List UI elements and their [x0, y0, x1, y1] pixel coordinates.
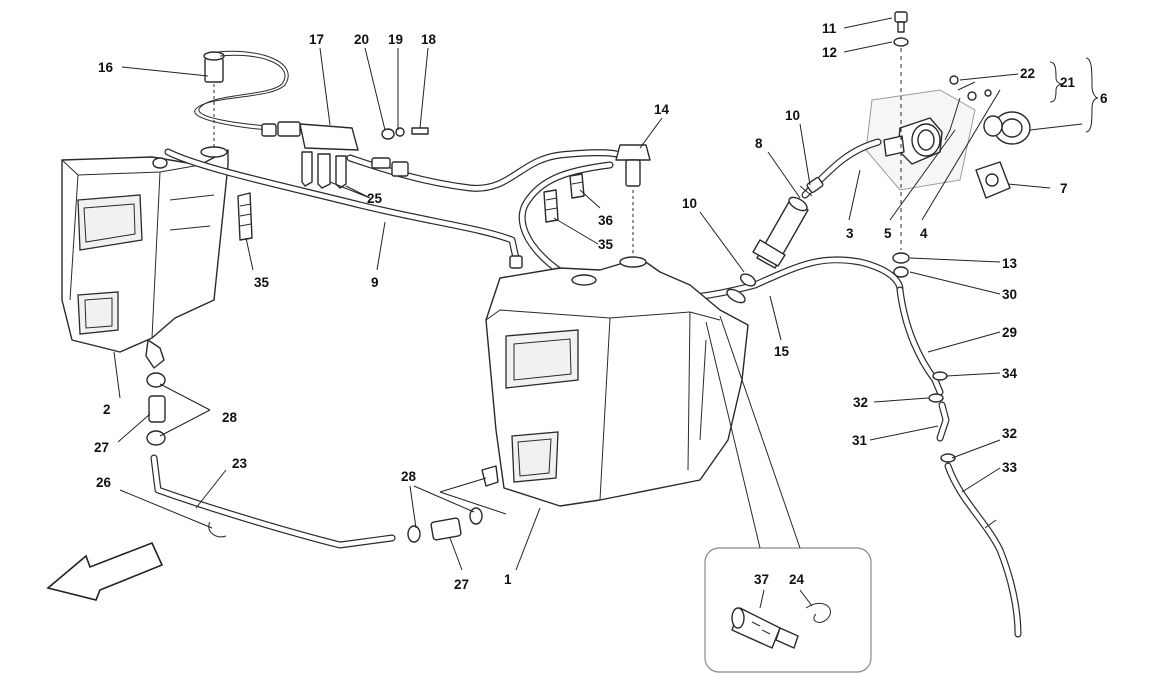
pipe-clip-left	[237, 192, 253, 241]
callout-10b: 10	[682, 196, 697, 211]
callout-26: 26	[96, 475, 112, 490]
callout-31: 31	[852, 433, 868, 448]
callout-29: 29	[1002, 325, 1017, 340]
pipe-union-and-bracket	[261, 121, 429, 189]
callout-12: 12	[822, 45, 837, 60]
leader-lines	[113, 17, 1083, 609]
left-fuel-tank	[61, 146, 229, 369]
callout-35b: 35	[598, 237, 614, 252]
callout-20: 20	[354, 32, 369, 47]
filler-hose	[726, 138, 882, 304]
callout-15: 15	[774, 344, 790, 359]
callout-18: 18	[421, 32, 437, 47]
callout-35a: 35	[254, 275, 270, 290]
callout-13: 13	[1002, 256, 1018, 271]
direction-arrow-icon	[46, 541, 164, 601]
callout-32a: 32	[853, 395, 868, 410]
filler-neck-area	[865, 75, 1031, 199]
callout-4: 4	[920, 226, 928, 241]
callout-14: 14	[654, 102, 670, 117]
detail-inset	[704, 315, 872, 673]
callout-8: 8	[755, 136, 763, 151]
callout-23: 23	[232, 456, 248, 471]
callout-34: 34	[1002, 366, 1018, 381]
breather-pipes	[164, 50, 904, 303]
callout-28a: 28	[222, 410, 238, 425]
balance-pipe	[146, 372, 483, 549]
callout-21: 21	[1060, 75, 1076, 90]
callout-17: 17	[309, 32, 324, 47]
callout-3: 3	[846, 226, 854, 241]
pipe-clip-center	[543, 173, 585, 223]
callout-27a: 27	[94, 440, 109, 455]
group-braces	[1049, 57, 1099, 133]
callout-2: 2	[103, 402, 111, 417]
callout-9: 9	[371, 275, 379, 290]
callout-30: 30	[1002, 287, 1017, 302]
callout-28b: 28	[401, 469, 417, 484]
callout-11: 11	[822, 21, 837, 36]
main-fuel-tank	[481, 255, 749, 507]
callout-10a: 10	[785, 108, 800, 123]
roll-over-valve	[615, 144, 651, 255]
callout-7: 7	[1060, 181, 1068, 196]
callout-32b: 32	[1002, 426, 1017, 441]
callout-36: 36	[598, 213, 614, 228]
callout-22: 22	[1020, 66, 1035, 81]
drain-hose	[896, 286, 1022, 638]
vent-screw	[892, 11, 910, 278]
callout-25: 25	[367, 191, 383, 206]
callout-33: 33	[1002, 460, 1018, 475]
callout-19: 19	[388, 32, 403, 47]
callout-16: 16	[98, 60, 114, 75]
callout-5: 5	[884, 226, 892, 241]
callout-6: 6	[1100, 91, 1108, 106]
callout-27b: 27	[454, 577, 469, 592]
callout-1: 1	[504, 572, 512, 587]
callout-24: 24	[789, 572, 805, 587]
callout-labels: 1 2 3 4 5 6 7 8 9 10 10 11 12 13 14 15 1…	[94, 21, 1108, 592]
callout-37: 37	[754, 572, 769, 587]
